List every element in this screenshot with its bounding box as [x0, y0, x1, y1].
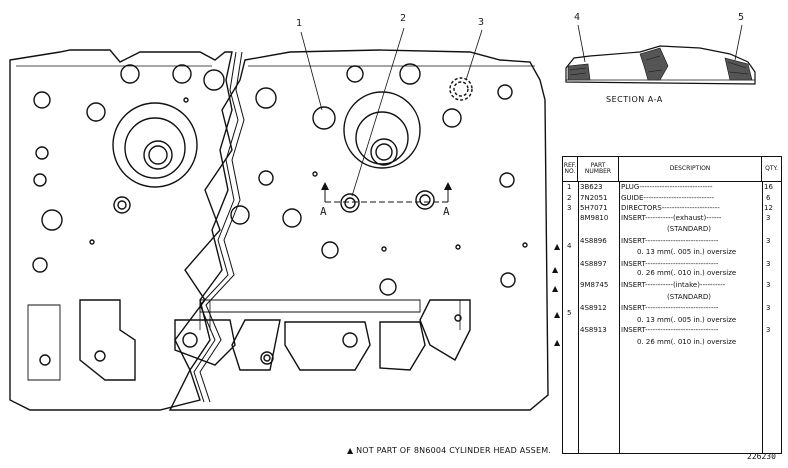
row-3-ref: 3	[567, 204, 572, 212]
drawing-number: 226230	[747, 452, 776, 461]
row-2-desc: GUIDE----------------------------	[621, 194, 715, 202]
parts-table: REF. NO. PART NUMBER DESCRIPTION QTY. 1 …	[562, 156, 782, 454]
row-4-qty: 3	[766, 214, 771, 222]
footnote: ▲ NOT PART OF 8N6004 CYLINDER HEAD ASSEM…	[347, 446, 552, 455]
row-3-desc: DIRECTORS-----------------------	[621, 204, 720, 212]
column-divider	[578, 181, 579, 453]
row-14-part: 4S8913	[580, 326, 607, 334]
triangle-marker: ▲	[552, 265, 559, 274]
triangle-marker: ▲	[554, 310, 561, 319]
row-10-part: 9M8745	[580, 281, 609, 289]
row-8-qty: 3	[766, 260, 771, 268]
callout-3: 3	[478, 17, 485, 28]
row-10-desc: INSERT-----------(intake)----------	[621, 281, 726, 289]
row-14-desc: INSERT-----------------------------	[621, 326, 719, 334]
column-divider	[619, 181, 620, 453]
row-1-desc: PLUG-----------------------------	[621, 183, 713, 191]
header-description: DESCRIPTION	[619, 157, 762, 182]
row-8-part: 4S8897	[580, 260, 607, 268]
row-12-ref: 5	[567, 309, 572, 317]
row-2-qty: 6	[766, 194, 771, 202]
row-1-ref: 1	[567, 183, 572, 191]
row-4-desc: INSERT-----------(exhaust)------	[621, 214, 722, 222]
triangle-marker: ▲	[554, 242, 561, 251]
callout-5: 5	[738, 12, 745, 23]
row-8-desc: INSERT-----------------------------	[621, 260, 719, 268]
row-2-ref: 2	[567, 194, 572, 202]
row-14-qty: 3	[766, 326, 771, 334]
header-ref: REF. NO.	[563, 157, 578, 182]
row-5-desc: (STANDARD)	[667, 225, 711, 233]
column-divider	[762, 181, 763, 453]
triangle-marker: ▲	[552, 284, 559, 293]
row-12-qty: 3	[766, 304, 771, 312]
row-1-qty: 16	[764, 183, 773, 191]
row-15-desc: 0. 26 mm(. 010 in.) oversize	[637, 338, 737, 346]
callout-4: 4	[574, 12, 581, 23]
callout-2: 2	[400, 13, 407, 24]
row-11-desc: (STANDARD)	[667, 293, 711, 301]
row-6-desc: INSERT-----------------------------	[621, 237, 719, 245]
row-6-ref: 4	[567, 242, 572, 250]
row-6-part: 4S8896	[580, 237, 607, 245]
row-3-qty: 12	[764, 204, 773, 212]
row-6-qty: 3	[766, 237, 771, 245]
row-9-desc: 0. 26 mm(. 010 in.) oversize	[637, 269, 737, 277]
section-marker-left: A	[320, 205, 327, 218]
header-qty: QTY.	[762, 157, 781, 182]
callout-1: 1	[296, 18, 303, 29]
section-caption: SECTION A-A	[606, 95, 663, 104]
row-12-part: 4S8912	[580, 304, 607, 312]
row-12-desc: INSERT-----------------------------	[621, 304, 719, 312]
row-2-part: 7N2051	[580, 194, 608, 202]
row-10-qty: 3	[766, 281, 771, 289]
header-part-number: PART NUMBER	[578, 157, 619, 182]
section-marker-right: A	[443, 205, 450, 218]
triangle-marker: ▲	[554, 338, 561, 347]
row-4-part: 8M9810	[580, 214, 609, 222]
row-7-desc: 0. 13 mm(. 005 in.) oversize	[637, 248, 737, 256]
row-3-part: 5H7071	[580, 204, 608, 212]
row-1-part: 3B623	[580, 183, 603, 191]
row-13-desc: 0. 13 mm(. 005 in.) oversize	[637, 316, 737, 324]
